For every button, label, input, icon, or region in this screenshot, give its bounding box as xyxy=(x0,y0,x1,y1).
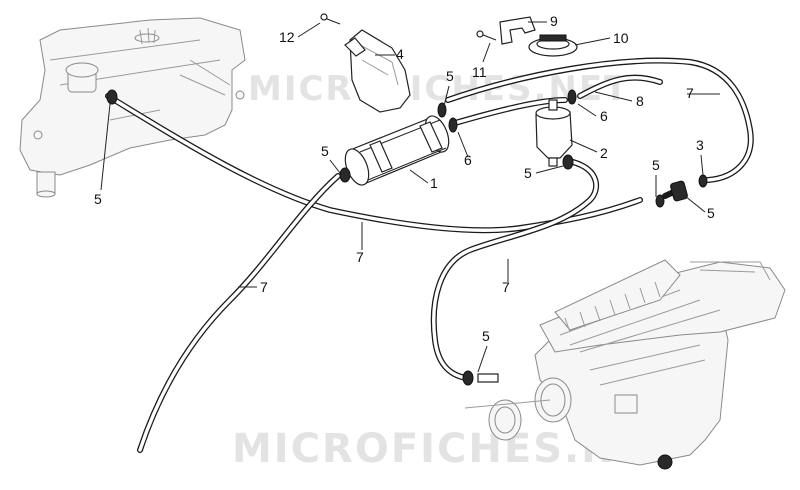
fitting-3 xyxy=(670,180,688,202)
callout-7-left: 7 xyxy=(260,279,268,295)
carbon-canister xyxy=(344,115,450,186)
callout-2: 2 xyxy=(600,145,608,161)
callout-8: 8 xyxy=(636,93,644,109)
callout-6-right: 6 xyxy=(600,108,608,124)
separator-2 xyxy=(535,99,573,167)
callout-12: 12 xyxy=(279,29,295,45)
canister-bracket xyxy=(344,29,411,113)
callout-5-canister-left: 5 xyxy=(321,143,329,159)
callout-7-top-right: 7 xyxy=(686,85,694,101)
callout-5-separator: 5 xyxy=(524,165,532,181)
clip-9 xyxy=(499,16,536,45)
air-filter-box xyxy=(464,259,786,470)
callout-6-canister: 6 xyxy=(464,152,472,168)
callout-5-fitting-right: 3 xyxy=(696,137,704,153)
callout-11: 11 xyxy=(472,64,487,80)
callout-labels: 12 4 9 10 11 5 8 7 6 6 2 5 1 5 5 5 3 5 7… xyxy=(94,13,715,344)
vent-hoses xyxy=(105,57,754,453)
callout-5-tank: 5 xyxy=(94,191,102,207)
callout-7-lower: 7 xyxy=(502,279,510,295)
fuel-tank xyxy=(19,17,246,198)
callout-10: 10 xyxy=(613,30,629,46)
callout-5-airbox: 5 xyxy=(482,328,490,344)
screw-12 xyxy=(320,13,341,25)
callout-3: 5 xyxy=(707,205,715,221)
ring-10 xyxy=(528,34,578,57)
leader-lines xyxy=(100,21,720,373)
screw-11 xyxy=(476,30,497,41)
hose-clamps xyxy=(106,89,708,386)
callout-5-canister-top: 5 xyxy=(446,68,454,84)
callout-7-middle: 7 xyxy=(356,249,364,265)
callout-1: 1 xyxy=(430,175,438,191)
callout-4: 4 xyxy=(396,46,404,62)
callout-9: 9 xyxy=(550,13,558,29)
callout-5-fitting-left: 5 xyxy=(652,157,660,173)
